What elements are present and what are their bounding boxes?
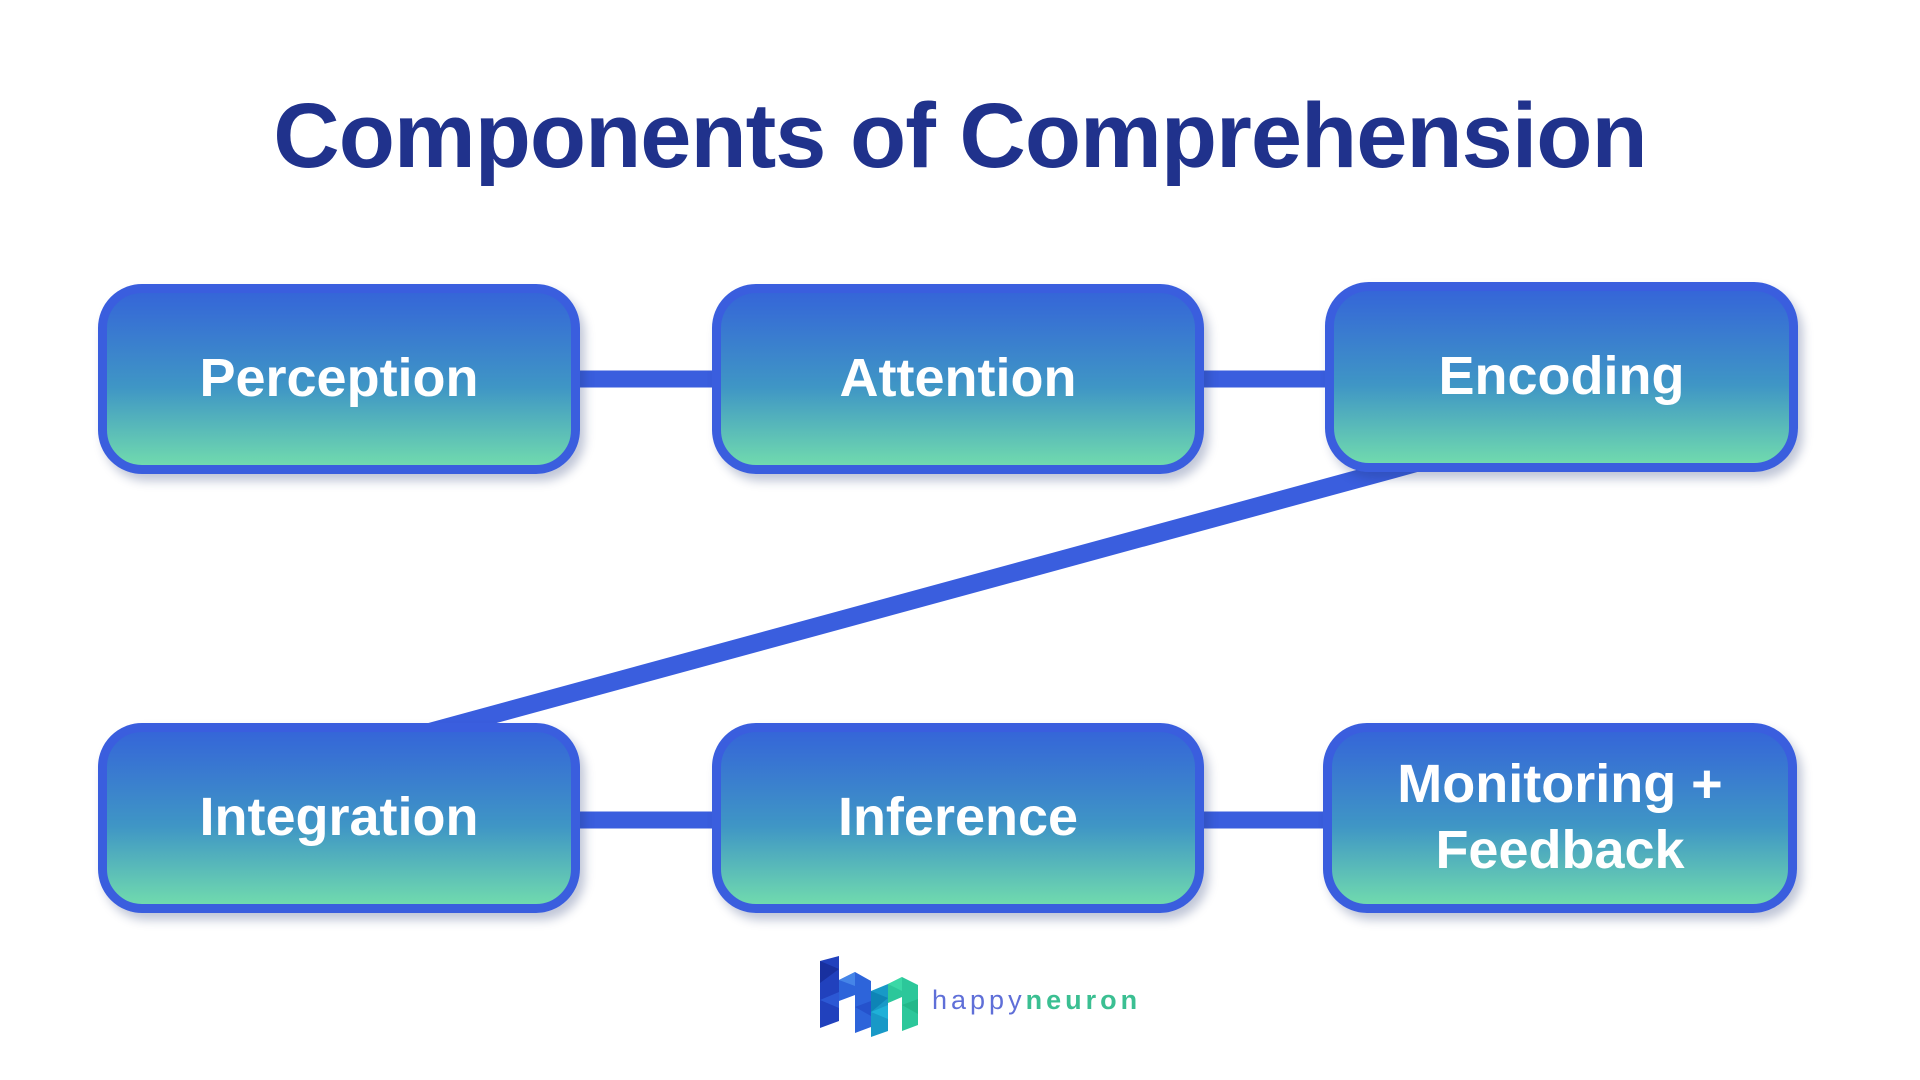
logo-facet: [902, 999, 918, 1014]
node-encoding-label: Encoding: [1438, 346, 1685, 407]
brand-text-happy: happy: [932, 984, 1026, 1015]
logo-facet: [855, 1001, 871, 1016]
logo-facet: [871, 1005, 888, 1019]
node-perception-label: Perception: [199, 348, 479, 409]
node-inference: Inference: [712, 723, 1204, 913]
node-attention-label: Attention: [839, 348, 1077, 409]
logo-facet: [839, 972, 871, 1033]
node-attention: Attention: [712, 284, 1204, 474]
happyneuron-wordmark: happyneuron: [932, 985, 1141, 1016]
node-monitoring-feedback: Monitoring + Feedback: [1323, 723, 1797, 913]
brand-text-neuron: neuron: [1025, 984, 1142, 1015]
page-title: Components of Comprehension: [273, 85, 1647, 187]
node-integration-label: Integration: [199, 787, 479, 848]
logo-facet: [820, 992, 839, 1008]
node-integration: Integration: [98, 723, 580, 913]
logo-facet: [871, 991, 888, 1012]
logo-facet: [839, 972, 855, 986]
node-perception: Perception: [98, 284, 580, 474]
logo-facet: [888, 977, 902, 991]
logo-facet: [820, 961, 839, 983]
happyneuron-logo: happyneuron: [818, 955, 1141, 1039]
node-inference-label: Inference: [837, 787, 1079, 848]
node-monitoring-feedback-label: Monitoring + Feedback: [1397, 754, 1723, 880]
node-encoding: Encoding: [1325, 282, 1798, 472]
happyneuron-logo-mark-icon: [820, 956, 918, 1037]
logo-facet: [888, 977, 918, 1031]
connector-encoding-integration: [397, 453, 1423, 749]
